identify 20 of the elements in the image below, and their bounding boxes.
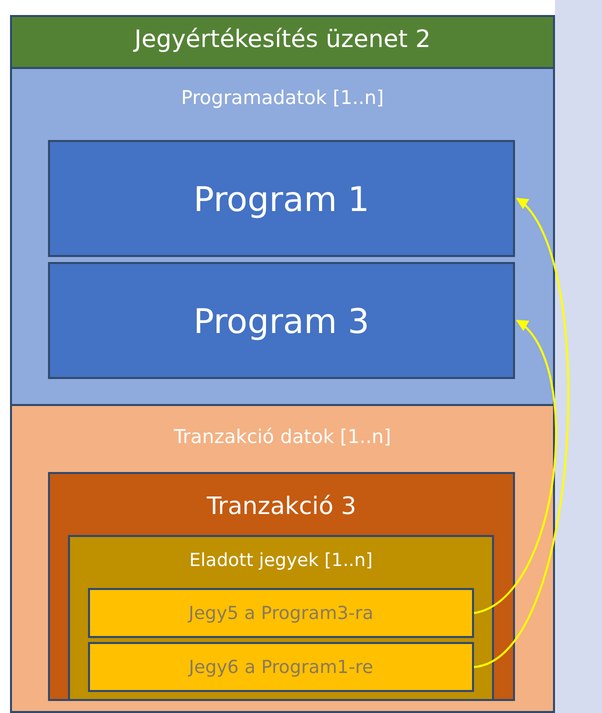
section-panel	[10, 404, 555, 713]
section-panel	[10, 67, 555, 406]
ticket-box	[88, 588, 474, 638]
node-label: Programadatok [1..n]	[180, 87, 385, 109]
node-label: Jegyértékesítés üzenet 2	[132, 25, 432, 53]
node-label: Jegy6 a Program1-re	[187, 657, 374, 678]
curved-arrow	[474, 320, 557, 614]
tickets-box	[68, 535, 494, 701]
node-label: Program 3	[192, 302, 370, 342]
curved-arrow	[474, 198, 570, 668]
node-label: Eladott jegyek [1..n]	[188, 550, 374, 571]
node-label: Program 1	[192, 180, 370, 220]
node-label: Tranzakció datok [1..n]	[172, 426, 392, 448]
program-box	[48, 140, 515, 257]
node-label: Jegy5 a Program3-ra	[186, 603, 374, 624]
program-box	[48, 262, 515, 379]
ticket-box	[88, 642, 474, 692]
node-label: Tranzakció 3	[206, 492, 358, 520]
transaction-box	[48, 472, 515, 701]
header-band	[10, 15, 555, 69]
